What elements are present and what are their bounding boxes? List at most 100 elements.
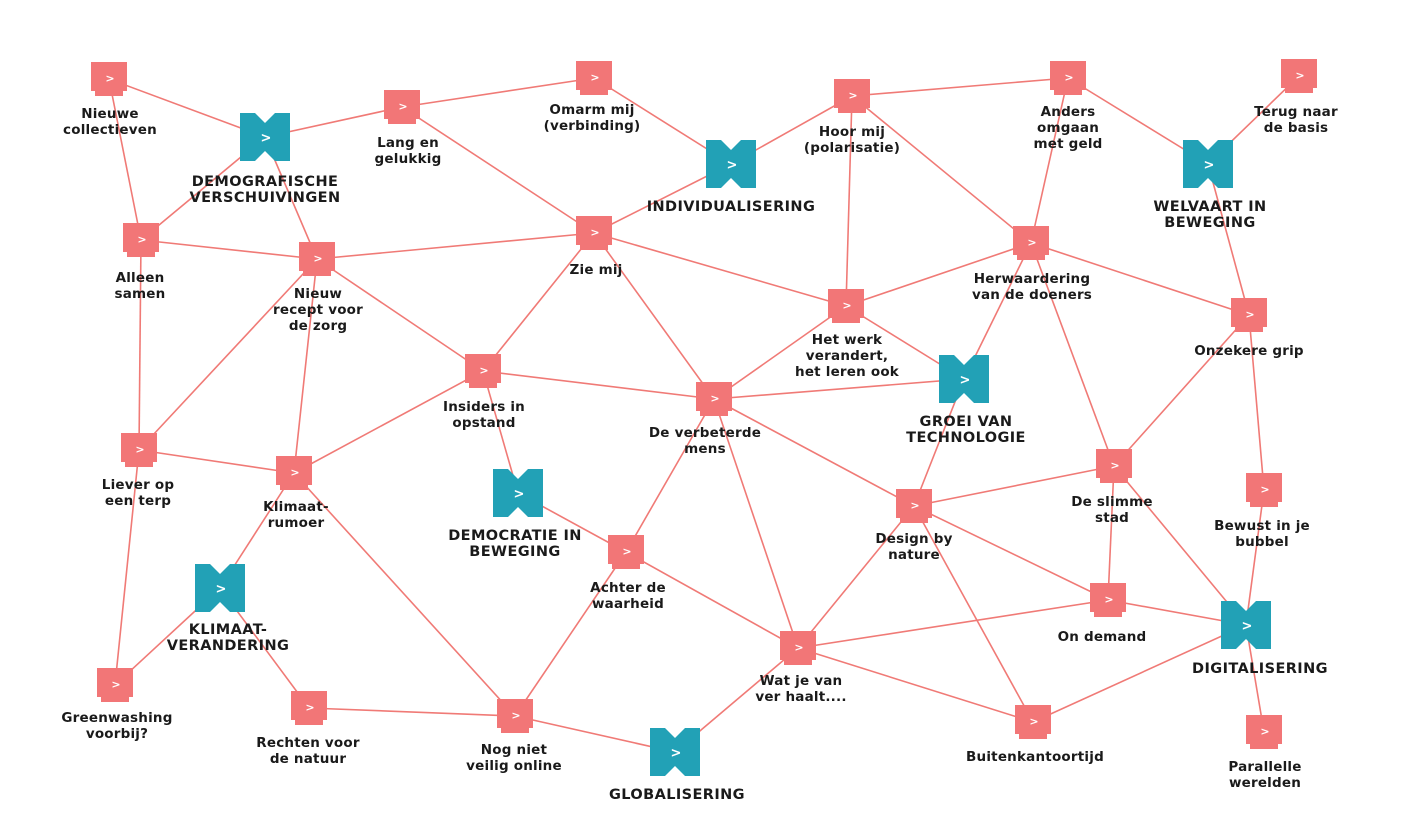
chevron-right-notched-square-icon [1015,705,1051,739]
edge-onzekere_grip-bewust_bubbel [1248,314,1265,491]
scenario-label-hoor-mij[interactable]: Hoor mij (polarisatie) [803,124,901,156]
scenario-node-lang-en-gelukkig[interactable]: > [384,90,420,124]
scenario-label-nog-niet-veilig[interactable]: Nog niet veilig online [466,742,562,774]
scenario-node-alleen-samen[interactable]: > [123,223,159,257]
chevron-right-icon: > [216,582,227,597]
trend-node-individualisering[interactable]: > [706,140,756,188]
scenario-node-hoor-mij[interactable]: > [834,79,870,113]
chevron-right-icon: > [960,373,971,388]
scenario-label-omarm-mij[interactable]: Omarm mij (verbinding) [543,102,641,134]
scenario-label-liever-op-terp[interactable]: Liever op een terp [101,477,175,509]
chevron-right-notched-square-icon [384,90,420,124]
scenario-node-omarm-mij[interactable]: > [576,61,612,95]
chevron-right-notched-square-icon [276,456,312,490]
scenario-label-achter-waarheid[interactable]: Achter de waarheid [590,580,666,612]
scenario-label-alleen-samen[interactable]: Alleen samen [114,270,166,302]
scenario-node-herwaardering[interactable]: > [1013,226,1049,260]
chevron-right-icon: > [1027,236,1036,249]
chevron-right-notched-square-icon [1281,59,1317,93]
scenario-node-verbeterde-mens[interactable]: > [696,382,732,416]
trend-label-digitalisering: DIGITALISERING [1192,661,1328,677]
trend-node-technologie[interactable]: > [939,355,989,403]
scenario-label-slimme-stad[interactable]: De slimme stad [1071,494,1153,526]
edge-verbeterde_mens-technologie [713,378,965,400]
trend-node-globalisering[interactable]: > [650,728,700,776]
chevron-right-notched-square-icon [1013,226,1049,260]
scenario-node-achter-waarheid[interactable]: > [608,535,644,569]
chevron-right-icon: > [261,131,272,146]
scenario-label-parallelle[interactable]: Parallelle werelden [1228,759,1302,791]
chevron-right-icon: > [1295,69,1304,82]
trend-node-digitalisering[interactable]: > [1221,601,1271,649]
scenario-label-nieuwe-collectieven[interactable]: Nieuwe collectieven [63,106,157,138]
chevron-right-icon: > [1104,593,1113,606]
scenario-node-nog-niet-veilig[interactable]: > [497,699,533,733]
scenario-label-buitenkantoortijd[interactable]: Buitenkantoortijd [966,749,1104,765]
chevron-right-notched-square-icon [780,631,816,665]
scenario-node-het-werk[interactable]: > [828,289,864,323]
scenario-node-anders-omgaan[interactable]: > [1050,61,1086,95]
scenario-node-slimme-stad[interactable]: > [1096,449,1132,483]
edge-achter_waarheid-nog_niet_veilig [514,551,627,717]
chevron-right-notched-square-icon [1050,61,1086,95]
scenario-label-nieuw-recept[interactable]: Nieuw recept voor de zorg [273,286,363,334]
chevron-right-icon: > [1260,483,1269,496]
scenario-node-nieuw-recept[interactable]: > [299,242,335,276]
chevron-right-icon: > [514,487,525,502]
chevron-right-notched-square-icon [828,289,864,323]
scenario-node-wat-je-van-ver[interactable]: > [780,631,816,665]
scenario-node-zie-mij[interactable]: > [576,216,612,250]
scenario-label-wat-je-van-ver[interactable]: Wat je van ver haalt.... [755,673,847,705]
scenario-node-design-by-nature[interactable]: > [896,489,932,523]
scenario-node-bewust-bubbel[interactable]: > [1246,473,1282,507]
trend-label-democratie: DEMOCRATIE IN BEWEGING [448,528,582,560]
scenario-node-klimaat-rumoer[interactable]: > [276,456,312,490]
chevron-right-notched-square-icon [1090,583,1126,617]
scenario-node-insiders[interactable]: > [465,354,501,388]
trend-node-democratie[interactable]: > [493,469,543,517]
scenario-label-het-werk[interactable]: Het werk verandert, het leren ook [795,332,899,380]
scenario-label-on-demand[interactable]: On demand [1057,629,1147,645]
edge-achter_waarheid-wat_je_van_ver [625,551,799,649]
scenario-node-liever-op-terp[interactable]: > [121,433,157,467]
scenario-label-onzekere-grip[interactable]: Onzekere grip [1194,343,1304,359]
trend-node-klimaat[interactable]: > [195,564,245,612]
scenario-label-greenwashing[interactable]: Greenwashing voorbij? [61,710,173,742]
trend-node-demografische[interactable]: > [240,113,290,161]
scenario-node-greenwashing[interactable]: > [97,668,133,702]
scenario-node-on-demand[interactable]: > [1090,583,1126,617]
edge-zie_mij-insiders [482,232,595,372]
edge-slimme_stad-design_by_nature [913,465,1115,507]
scenario-label-anders-omgaan[interactable]: Anders omgaan met geld [1033,104,1103,152]
chevron-right-notched-square-icon [1246,473,1282,507]
trend-node-welvaart[interactable]: > [1183,140,1233,188]
edge-hoor_mij-het_werk [845,95,853,307]
edge-welvaart-onzekere_grip [1207,163,1250,316]
scenario-label-klimaat-rumoer[interactable]: Klimaat- rumoer [263,499,329,531]
edge-herwaardering-onzekere_grip [1030,242,1250,316]
scenario-node-nieuwe-collectieven[interactable]: > [91,62,127,96]
trend-label-globalisering: GLOBALISERING [608,787,745,803]
scenario-label-lang-en-gelukkig[interactable]: Lang en gelukkig [374,135,442,167]
scenario-label-rechten-natuur[interactable]: Rechten voor de natuur [256,735,360,767]
scenario-label-insiders[interactable]: Insiders in opstand [443,399,525,431]
scenario-node-buitenkantoortijd[interactable]: > [1015,705,1051,739]
scenario-label-bewust-bubbel[interactable]: Bewust in je bubbel [1214,518,1310,550]
scenario-label-zie-mij[interactable]: Zie mij [569,262,623,278]
scenario-node-rechten-natuur[interactable]: > [291,691,327,725]
scenario-label-terug-naar-basis[interactable]: Terug naar de basis [1254,104,1338,136]
scenario-node-onzekere-grip[interactable]: > [1231,298,1267,332]
edge-nieuw_recept-insiders [316,258,484,372]
scenario-label-verbeterde-mens[interactable]: De verbeterde mens [648,425,762,457]
scenario-node-parallelle[interactable]: > [1246,715,1282,749]
edge-alleen_samen-nieuw_recept [140,239,318,260]
scenario-label-design-by-nature[interactable]: Design by nature [875,531,953,563]
scenario-node-terug-naar-basis[interactable]: > [1281,59,1317,93]
chevron-right-notched-square-icon [91,62,127,96]
scenario-label-herwaardering[interactable]: Herwaardering van de doeners [971,271,1093,303]
chevron-right-bowtie-icon [1221,601,1271,649]
edge-nieuw_recept-zie_mij [316,232,595,260]
edge-wat_je_van_ver-buitenkantoortijd [797,647,1034,723]
chevron-right-notched-square-icon [497,699,533,733]
